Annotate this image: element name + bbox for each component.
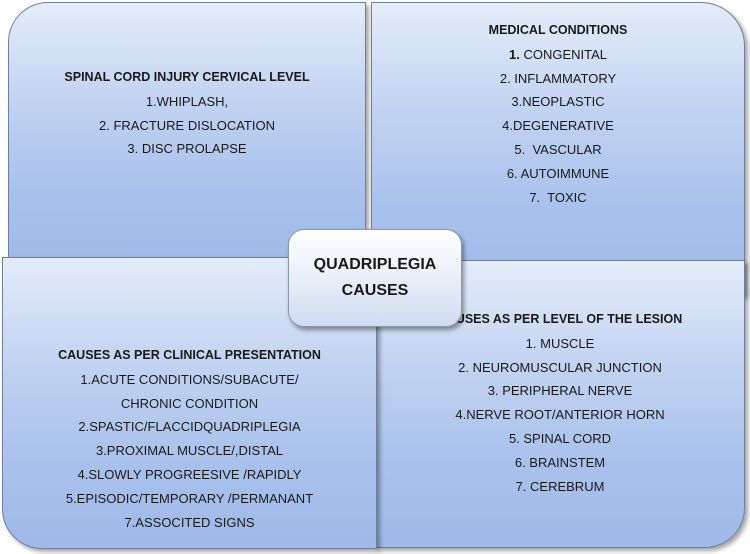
list-item: 4.NERVE ROOT/ANTERIOR HORN <box>455 407 665 423</box>
spinal-cord-injury-title: SPINAL CORD INJURY CERVICAL LEVEL <box>64 70 310 84</box>
list-item: 4.SLOWLY PROGREESIVE /RAPIDLY <box>77 466 302 482</box>
list-item: 3. DISC PROLAPSE <box>127 141 247 157</box>
level-of-lesion-text: CAUSES AS PER LEVEL OF THE LESION 1. MUS… <box>375 308 745 498</box>
list-item: 5. VASCULAR <box>514 141 602 157</box>
list-item: 2. INFLAMMATORY <box>499 70 617 86</box>
level-of-lesion-title: CAUSES AS PER LEVEL OF THE LESION <box>437 312 683 326</box>
list-item: 2.SPASTIC/FLACCIDQUADRIPLEGIA <box>78 419 301 435</box>
list-item: 1. MUSCLE <box>525 335 595 351</box>
list-item: 6. BRAINSTEM <box>514 454 606 470</box>
quadrant-spinal-cord-injury <box>8 2 366 272</box>
center-title-line-1: QUADRIPLEGIA <box>313 256 437 273</box>
list-item: CHRONIC CONDITION <box>120 395 259 411</box>
list-item: 3.PROXIMAL MUSCLE/,DISTAL <box>95 443 284 459</box>
clinical-presentation-title: CAUSES AS PER CLINICAL PRESENTATION <box>58 348 321 362</box>
list-item: 1. CONGENITAL <box>371 43 745 67</box>
list-item: 3. PERIPHERAL NERVE <box>487 383 633 399</box>
medical-conditions-text: MEDICAL CONDITIONS 1. CONGENITAL 2. INFL… <box>371 19 745 209</box>
list-item-text: CONGENITAL <box>519 46 607 62</box>
spinal-cord-injury-text: SPINAL CORD INJURY CERVICAL LEVEL 1.WHIP… <box>8 66 366 161</box>
list-item: 4.DEGENERATIVE <box>502 118 614 134</box>
list-item: 5.EPISODIC/TEMPORARY /PERMANANT <box>65 490 314 506</box>
clinical-presentation-text: CAUSES AS PER CLINICAL PRESENTATION 1.AC… <box>2 344 377 534</box>
list-item: 6. AUTOIMMUNE <box>506 165 610 181</box>
list-item-number: 1. <box>508 46 520 62</box>
list-item: 5. SPINAL CORD <box>508 430 612 446</box>
center-title-box: QUADRIPLEGIA CAUSES <box>288 229 462 327</box>
list-item: 1.WHIPLASH, <box>145 93 229 109</box>
center-title-line-2: CAUSES <box>341 282 409 299</box>
list-item: 3.NEOPLASTIC <box>511 94 605 110</box>
list-item: 1.ACUTE CONDITIONS/SUBACUTE/ <box>80 371 299 387</box>
list-item: 7.ASSOCITED SIGNS <box>124 514 255 530</box>
list-item: 2. NEUROMUSCULAR JUNCTION <box>458 359 662 375</box>
medical-conditions-title: MEDICAL CONDITIONS <box>488 23 628 37</box>
list-item: 7. TOXIC <box>529 189 587 205</box>
list-item: 7. CEREBRUM <box>515 478 605 494</box>
list-item: 2. FRACTURE DISLOCATION <box>98 117 275 133</box>
